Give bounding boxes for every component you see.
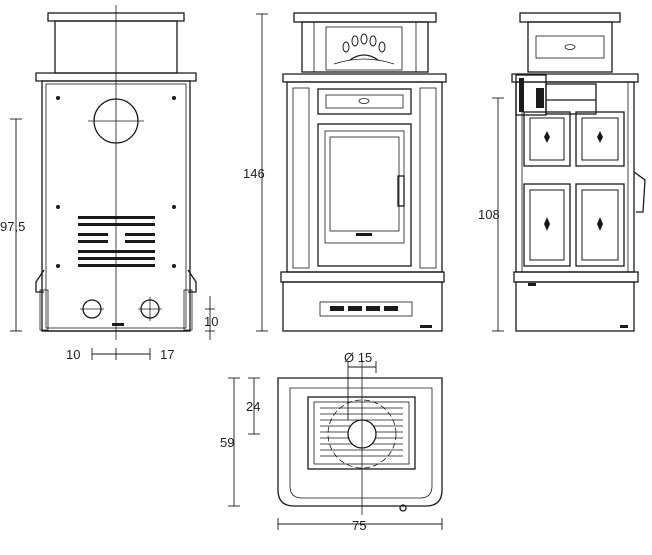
front-drawer bbox=[317, 88, 412, 115]
top-grille bbox=[307, 396, 416, 470]
dim-top-height: 59 bbox=[220, 435, 234, 450]
dim-flue-diameter: Ø 15 bbox=[344, 350, 372, 365]
front-door bbox=[317, 123, 412, 267]
top-view: Ø 15 24 59 75 bbox=[220, 350, 443, 533]
side-panels bbox=[523, 111, 625, 267]
dim-total-height: 146 bbox=[243, 166, 265, 181]
back-vent-grille bbox=[78, 216, 155, 267]
flame-ornament bbox=[333, 33, 395, 65]
dim-side-height: 108 bbox=[478, 207, 500, 222]
front-base-grille bbox=[330, 306, 398, 311]
back-view: 97,5 10 10 17 bbox=[0, 5, 218, 362]
side-view: 108 bbox=[478, 12, 646, 332]
dim-outlet-right: 17 bbox=[160, 347, 174, 362]
front-view: 146 bbox=[243, 12, 447, 332]
side-pipe-connector bbox=[515, 74, 597, 116]
dim-back-height: 97,5 bbox=[0, 219, 25, 234]
dim-top-depth: 24 bbox=[246, 399, 260, 414]
dim-outlet-left: 10 bbox=[66, 347, 80, 362]
dim-outlet-height: 10 bbox=[204, 314, 218, 329]
dim-top-width: 75 bbox=[352, 518, 366, 533]
